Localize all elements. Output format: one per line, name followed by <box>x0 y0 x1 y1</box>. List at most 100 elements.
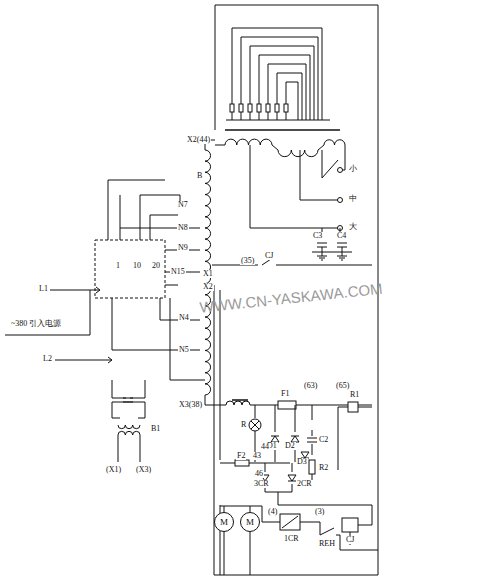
motor-wire <box>224 506 250 512</box>
panel-wire <box>259 112 310 120</box>
terminal-pin <box>230 104 234 112</box>
part-label: R <box>240 421 247 429</box>
part-label: 中 <box>348 195 358 203</box>
label-text: (35) <box>241 256 254 265</box>
label-text: N5 <box>179 345 189 354</box>
part-label: N7 <box>177 201 189 209</box>
fuse-symbol <box>278 401 296 409</box>
coil-winding <box>118 431 140 435</box>
coil-winding <box>324 140 345 145</box>
contactor-contact <box>212 257 372 265</box>
motor-symbol: M <box>214 512 234 532</box>
supply-lead <box>55 357 112 363</box>
wire <box>265 463 292 472</box>
part-label: D3 <box>296 458 308 466</box>
label-text: D3 <box>297 457 307 466</box>
relay-coil <box>280 514 300 530</box>
label-text: 1 <box>116 261 120 270</box>
label-text: D2 <box>285 441 295 450</box>
terminal-pin <box>284 104 288 112</box>
part-label: L1 <box>38 285 49 293</box>
part-label: 小 <box>348 165 358 173</box>
range-switch <box>95 240 165 298</box>
part-label: N8 <box>177 224 189 232</box>
part-label: (X3) <box>135 466 152 474</box>
watermark: WWW.CN-YASKAWA.COM <box>198 281 384 315</box>
terminal-pin <box>275 104 279 112</box>
part-label: C2 <box>318 436 329 444</box>
label-text: (X1) <box>106 465 121 474</box>
terminal-pin <box>257 104 261 112</box>
label-text: C4 <box>337 231 346 240</box>
part-label: N9 <box>177 244 189 252</box>
winding-link <box>272 145 324 150</box>
diode-symbol <box>288 475 296 481</box>
wire <box>220 290 221 460</box>
wire <box>205 395 206 405</box>
part-label: X2(44) <box>186 136 211 144</box>
fuse-symbol <box>235 460 249 466</box>
wire <box>312 247 352 252</box>
label-text: 10 <box>133 261 141 270</box>
coil-winding <box>225 139 272 145</box>
panel-wire <box>286 112 298 120</box>
label-text: 中 <box>349 194 357 203</box>
label-text: 2CR <box>297 479 312 488</box>
label-text: X2 <box>203 282 213 291</box>
watermark-text: WWW.CN-YASKAWA.COM <box>199 280 383 316</box>
panel-wire <box>250 46 314 112</box>
label-text: 44 <box>261 442 269 451</box>
core-bar <box>232 399 248 401</box>
terminal-pin <box>248 104 252 112</box>
label-text: 大 <box>349 222 357 231</box>
label-text: REH <box>319 539 335 548</box>
part-label: F1 <box>280 390 290 398</box>
part-label: C4 <box>336 232 347 240</box>
resistor-symbol <box>309 460 315 474</box>
terminal-bar <box>225 129 340 131</box>
label-text: L2 <box>43 354 52 363</box>
part-label: (63) <box>303 382 318 390</box>
wire <box>255 405 256 418</box>
label-text: 小 <box>349 164 357 173</box>
part-label: 大 <box>348 223 358 231</box>
part-label: CJ <box>345 536 355 544</box>
panel-wire <box>259 55 310 112</box>
wire <box>220 505 320 575</box>
label-text: B1 <box>151 424 160 433</box>
part-label: X1 <box>202 270 214 278</box>
part-label: 1CR <box>283 535 300 543</box>
wire <box>112 380 145 398</box>
tap-wire <box>112 250 205 380</box>
panel-wire <box>268 112 306 120</box>
label-text: (4) <box>268 507 277 516</box>
coil-winding <box>278 150 318 157</box>
label-text: B <box>197 171 202 180</box>
tap-wire <box>250 145 345 228</box>
part-label: REH <box>318 540 336 548</box>
part-label: (65) <box>335 382 350 390</box>
panel-wire <box>241 37 318 112</box>
label-text: 43 <box>253 451 261 460</box>
coil-winding <box>226 401 250 405</box>
wire <box>112 402 145 418</box>
terminal-bar <box>226 120 330 121</box>
part-label: CJ <box>264 252 274 260</box>
part-label: N4 <box>178 314 190 322</box>
wire <box>255 405 312 462</box>
part-label: R1 <box>349 391 360 399</box>
coil-winding <box>118 425 140 429</box>
panel-wire <box>241 112 318 120</box>
label-text: F2 <box>237 451 245 460</box>
part-label: L2 <box>42 355 53 363</box>
label-text: 1CR <box>284 534 299 543</box>
capacitor-symbol <box>307 438 317 442</box>
pilot-lamp <box>251 421 259 429</box>
label-text: (65) <box>336 381 349 390</box>
terminal-pin <box>266 104 270 112</box>
label-text: (3) <box>315 507 324 516</box>
part-label: C3 <box>312 232 323 240</box>
wire <box>220 463 290 464</box>
part-label: X2 <box>202 283 214 291</box>
